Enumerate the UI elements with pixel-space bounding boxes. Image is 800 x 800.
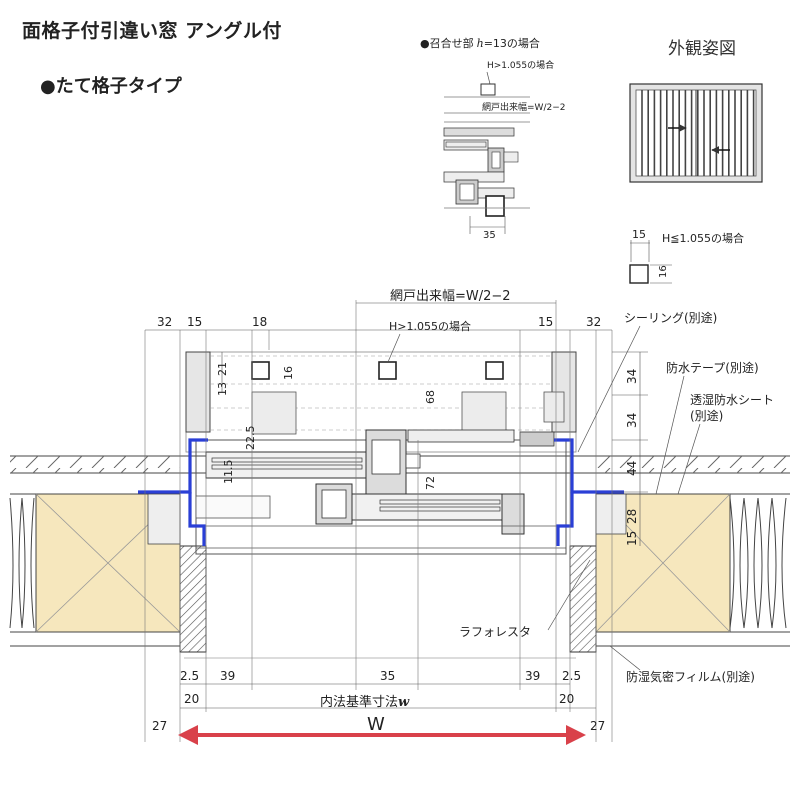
width-arrow [178, 725, 586, 745]
dim-68: 68 [424, 390, 437, 404]
dim-bottom-35: 35 [380, 669, 395, 683]
lath-label: ラフォレスタ [459, 625, 531, 639]
dim-bottom-20-right: 20 [559, 692, 574, 706]
waterproof-tape-label: 防水テープ(別途) [666, 360, 759, 375]
grille-bar [251, 361, 270, 380]
jamb-left [179, 545, 207, 653]
main-section [9, 300, 790, 742]
inset-h-condition: H>1.055の場合 [487, 59, 554, 71]
wood-post-left [35, 493, 181, 633]
moisture-sheet-label-2: (別途) [690, 408, 723, 423]
bottom-dims: 2.5 39 35 39 2.5 20 20 内法基準寸法w 27 27 W [152, 669, 605, 735]
grille-type-subtitle: ●たて格子タイプ [40, 76, 182, 97]
dim-11-5: 11.5 [222, 460, 235, 485]
right-vertical-dims: 34 34 44 28 15 [612, 351, 648, 546]
grille-bar [378, 361, 397, 380]
dim-21: 21 [216, 362, 229, 376]
dim-top-right-15: 15 [538, 315, 553, 329]
inset-screen-width: 網戸出来幅=W/2−2 [482, 101, 565, 113]
exterior-view-figure [629, 83, 763, 183]
dim-right-44: 44 [625, 461, 639, 476]
dim-bottom-39-left: 39 [220, 669, 235, 683]
dim-right-28: 28 [625, 509, 639, 524]
small-bar-condition: H≦1.055の場合 [662, 231, 744, 245]
exterior-view-title: 外観姿図 [668, 39, 736, 59]
wood-post-right [595, 493, 731, 633]
page-title: 面格子付引違い窓 アングル付 [22, 20, 282, 42]
dim-top-left-32: 32 [157, 315, 172, 329]
inset-dim-35: 35 [483, 230, 496, 241]
grille-bar [485, 361, 504, 380]
dim-top-left-15: 15 [187, 315, 202, 329]
inner-standard-dimension-label: 内法基準寸法w [320, 694, 410, 710]
jamb-right [569, 545, 597, 653]
screen-width-label: 網戸出来幅=W/2−2 [390, 289, 511, 304]
sealing-label: シーリング(別途) [624, 310, 717, 325]
dim-16: 16 [282, 366, 295, 380]
small-bar-height: 16 [658, 265, 669, 278]
dim-bottom-39-right: 39 [525, 669, 540, 683]
dim-bottom-20-left: 20 [184, 692, 199, 706]
h-condition-label: H>1.055の場合 [389, 319, 471, 333]
dim-22-5: 22.5 [244, 426, 257, 451]
dim-right-34b: 34 [625, 413, 639, 428]
width-W-label: W [367, 714, 385, 735]
insulation-right [729, 497, 787, 629]
dim-bottom-27-left: 27 [152, 719, 167, 733]
small-bar-width: 15 [632, 228, 646, 241]
dim-72: 72 [424, 476, 437, 490]
angle-frame [138, 438, 624, 546]
moisture-sheet-label: 透湿防水シート [690, 392, 774, 407]
dim-right-15: 15 [625, 531, 639, 546]
dim-right-34a: 34 [625, 369, 639, 384]
insulation-left [9, 497, 35, 629]
dim-top-18: 18 [252, 315, 267, 329]
dim-bottom-27-right: 27 [590, 719, 605, 733]
left-vertical-dims: 13 21 16 22.5 11.5 68 72 [216, 352, 437, 490]
dim-13: 13 [216, 382, 229, 396]
dim-bottom-2-5-right: 2.5 [562, 669, 581, 683]
dim-top-right-32: 32 [586, 315, 601, 329]
airtight-film-label: 防湿気密フィルム(別途) [626, 669, 755, 684]
dim-bottom-2-5-left: 2.5 [180, 669, 199, 683]
small-bar-detail: 15 H≦1.055の場合 16 [629, 228, 744, 284]
